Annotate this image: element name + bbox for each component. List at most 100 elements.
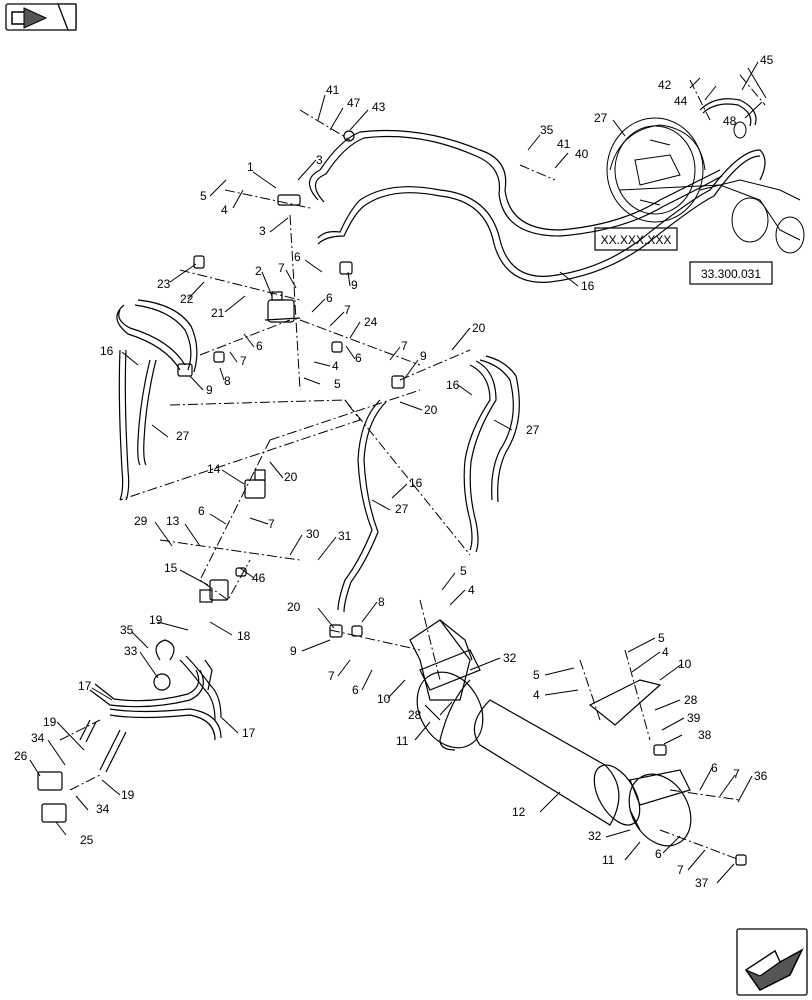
- callout-label: 21: [211, 306, 225, 320]
- fittings: [37, 130, 747, 866]
- bracket-10-left: [409, 619, 473, 701]
- callout-label: 16: [100, 344, 114, 358]
- callout-label: 32: [503, 651, 517, 665]
- axis-lines: [59, 74, 766, 861]
- callout-label: 3: [316, 153, 323, 167]
- reference-label: XX.XXX.XXX: [601, 233, 672, 247]
- callout-label: 27: [395, 502, 409, 516]
- callout-label: 6: [711, 761, 718, 775]
- callout-label: 23: [157, 277, 171, 291]
- callout-label: 24: [364, 315, 378, 329]
- callout-label: 17: [242, 726, 256, 740]
- reference-label: 33.300.031: [701, 267, 761, 281]
- callout-label: 7: [328, 669, 335, 683]
- callout-label: 41: [557, 137, 571, 151]
- callout-label: 48: [723, 114, 737, 128]
- callout-label: 9: [420, 349, 427, 363]
- callout-label: 27: [176, 429, 190, 443]
- callout-label: 6: [352, 683, 359, 697]
- callout-label: 30: [306, 527, 320, 541]
- callout-label: 35: [120, 623, 134, 637]
- callout-label: 7: [240, 354, 247, 368]
- callout-label: 7: [401, 339, 408, 353]
- callout-label: 36: [754, 769, 768, 783]
- callout-label: 43: [372, 100, 386, 114]
- callout-label: 20: [284, 470, 298, 484]
- callout-label: 5: [533, 668, 540, 682]
- callout-label: 4: [332, 359, 339, 373]
- callout-label: 33: [124, 644, 138, 658]
- callout-label: 39: [687, 711, 701, 725]
- callout-label: 4: [662, 645, 669, 659]
- callout-label: 11: [396, 734, 409, 748]
- callout-label: 38: [698, 728, 712, 742]
- callout-label: 41: [326, 83, 340, 97]
- callout-label: 9: [290, 644, 297, 658]
- callout-label: 46: [252, 571, 266, 585]
- callout-label: 28: [684, 693, 698, 707]
- callout-label: 4: [533, 688, 540, 702]
- bracket-10-right: [588, 679, 662, 726]
- callout-label: 40: [575, 147, 589, 161]
- callout-label: 4: [468, 583, 475, 597]
- callout-label: 16: [581, 279, 595, 293]
- callout-label: 47: [347, 96, 361, 110]
- callout-label: 34: [96, 802, 110, 816]
- callout-label: 44: [674, 94, 688, 108]
- callout-label: 16: [409, 476, 423, 490]
- callout-label: 35: [540, 123, 554, 137]
- callout-label: 19: [121, 788, 135, 802]
- hose-16-middle: [337, 355, 520, 613]
- callout-label: 6: [326, 291, 333, 305]
- air-tank: [416, 671, 692, 847]
- reference-box-xx[interactable]: XX.XXX.XXX: [594, 227, 678, 251]
- callout-label: 6: [355, 351, 362, 365]
- hose-17-bottom: [79, 655, 222, 773]
- callout-label: 5: [460, 564, 467, 578]
- callout-label: 27: [526, 423, 540, 437]
- callout-label: 15: [164, 561, 178, 575]
- callout-label: 34: [31, 731, 45, 745]
- callout-labels: 41 47 43 42 44 45 48 27 35 41 40 1 3 5 4…: [14, 53, 774, 890]
- callout-label: 20: [287, 600, 301, 614]
- callout-label: 5: [658, 631, 665, 645]
- callout-label: 19: [43, 715, 57, 729]
- book-prev-icon[interactable]: [5, 3, 77, 31]
- callout-label: 5: [334, 377, 341, 391]
- callout-label: 26: [14, 749, 28, 763]
- callout-label: 7: [677, 863, 684, 877]
- drawing-lines: [29, 61, 805, 884]
- callout-label: 37: [695, 876, 709, 890]
- callout-label: 7: [344, 303, 351, 317]
- callout-label: 31: [338, 529, 352, 543]
- callout-label: 17: [78, 679, 92, 693]
- callout-label: 29: [134, 514, 148, 528]
- callout-label: 25: [80, 833, 94, 847]
- callout-label: 6: [198, 504, 205, 518]
- callout-label: 10: [678, 657, 692, 671]
- callout-label: 13: [166, 514, 180, 528]
- callout-label: 6: [256, 339, 263, 353]
- callout-label: 18: [237, 629, 251, 643]
- strap-11-left: [419, 649, 481, 721]
- callout-label: 12: [512, 805, 526, 819]
- callout-label: 16: [446, 378, 460, 392]
- callout-label: 4: [221, 203, 228, 217]
- callout-label: 10: [377, 692, 391, 706]
- callout-label: 11: [602, 853, 615, 867]
- callout-label: 7: [268, 517, 275, 531]
- callout-label: 6: [294, 250, 301, 264]
- callout-label: 28: [408, 708, 422, 722]
- reference-box-33[interactable]: 33.300.031: [689, 261, 773, 285]
- callout-label: 14: [207, 462, 221, 476]
- arrow-next-icon[interactable]: [736, 928, 808, 996]
- callout-label: 7: [733, 767, 740, 781]
- callout-label: 9: [351, 278, 358, 292]
- callout-label: 9: [206, 383, 213, 397]
- hose-16-left: [116, 299, 198, 501]
- callout-label: 27: [594, 111, 608, 125]
- callout-label: 19: [149, 613, 163, 627]
- hose-16-top: [308, 129, 766, 283]
- callout-label: 2: [255, 264, 262, 278]
- callout-label: 22: [180, 292, 194, 306]
